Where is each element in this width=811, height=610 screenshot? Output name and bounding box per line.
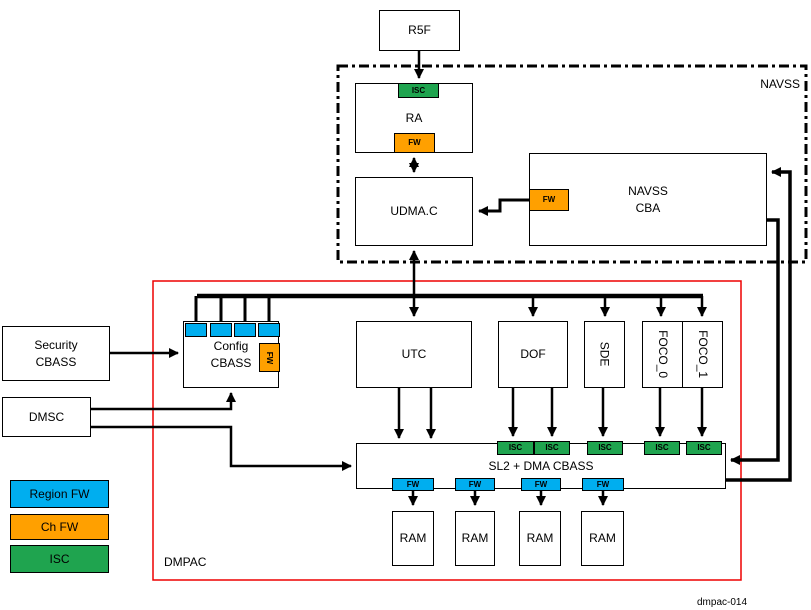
config-region-fw-tab (185, 323, 207, 337)
config-region-fw-tab (210, 323, 232, 337)
r5f-block: R5F (379, 10, 460, 51)
legend-region-fw: Region FW (10, 480, 109, 508)
isc-tag-label: ISC (545, 443, 559, 452)
config-region-fw-tab (258, 323, 280, 337)
security-cbass-block: Security CBASS (2, 326, 110, 381)
ra-ch-fw-tag: FW (394, 133, 435, 153)
navss-container-border (336, 64, 808, 264)
ram-block: RAM (519, 511, 561, 566)
fw-tag-label: FW (408, 138, 421, 147)
fw-tag-label: FW (542, 195, 556, 204)
sl2-isc-tag: ISC (587, 441, 623, 455)
dof-block: DOF (498, 321, 568, 388)
sde-block: SDE (584, 321, 625, 388)
isc-tag-label: ISC (508, 443, 523, 452)
figure-id: dmpac-014 (697, 597, 748, 608)
foco1-label: FOCO_1 (695, 330, 710, 379)
sl2-region-fw-tag: FW (582, 478, 624, 491)
dmsc-label: DMSC (28, 409, 65, 424)
fw-tag-label: FW (468, 479, 482, 489)
dof-label: DOF (520, 347, 546, 362)
isc-tag-label: ISC (655, 443, 669, 452)
foco0-block: FOCO_0 (642, 321, 683, 388)
navss-label: NAVSS (760, 77, 800, 91)
udmac-block: UDMA.C (355, 177, 473, 246)
ram-block: RAM (392, 511, 434, 566)
isc-tag-label: ISC (697, 443, 711, 452)
fw-tag-label: FW (596, 479, 610, 489)
isc-tag-label: ISC (598, 443, 612, 452)
ra-isc-tag: ISC (398, 83, 439, 98)
sl2-region-fw-tag: FW (455, 478, 495, 491)
legend-isc: ISC (10, 545, 109, 573)
security-cbass-label: Security CBASS (34, 338, 78, 369)
legend-isc-label: ISC (49, 552, 70, 566)
sl2-isc-tag: ISC (497, 441, 534, 455)
ram-block: RAM (581, 511, 624, 566)
sl2-dma-cbass-label: SL2 + DMA CBASS (488, 458, 594, 473)
ram-label: RAM (461, 531, 489, 546)
sl2-isc-tag: ISC (534, 441, 570, 455)
sde-label: SDE (597, 342, 612, 367)
dmpac-container-border (152, 280, 742, 581)
legend-region-fw-label: Region FW (29, 487, 90, 501)
fw-tag-label: FW (265, 351, 275, 364)
ram-label: RAM (589, 531, 616, 546)
ram-block: RAM (455, 511, 495, 566)
ram-label: RAM (399, 531, 427, 546)
dmpac-label: DMPAC (164, 555, 207, 569)
foco1-block: FOCO_1 (682, 321, 723, 388)
utc-label: UTC (401, 347, 427, 362)
ra-label: RA (405, 110, 423, 125)
r5f-label: R5F (408, 23, 431, 38)
udmac-label: UDMA.C (390, 204, 438, 219)
foco0-label: FOCO_0 (655, 330, 670, 379)
utc-block: UTC (356, 321, 472, 388)
sl2-isc-tag: ISC (644, 441, 680, 455)
isc-tag-label: ISC (411, 85, 426, 95)
config-region-fw-tab (234, 323, 256, 337)
dmsc-block: DMSC (2, 397, 91, 437)
navss-cba-ch-fw-tag: FW (529, 189, 569, 211)
legend-ch-fw-label: Ch FW (40, 520, 79, 534)
sl2-region-fw-tag: FW (521, 478, 561, 491)
sl2-isc-tag: ISC (686, 441, 722, 455)
sl2-region-fw-tag: FW (392, 478, 434, 491)
fw-tag-label: FW (534, 479, 548, 489)
legend-ch-fw: Ch FW (10, 514, 109, 540)
config-ch-fw-tag: FW (259, 343, 280, 372)
fw-tag-label: FW (406, 479, 420, 489)
config-cbass-label: Config CBASS (210, 339, 252, 370)
ram-label: RAM (526, 531, 554, 546)
navss-cba-label: NAVSS CBA (628, 184, 668, 215)
